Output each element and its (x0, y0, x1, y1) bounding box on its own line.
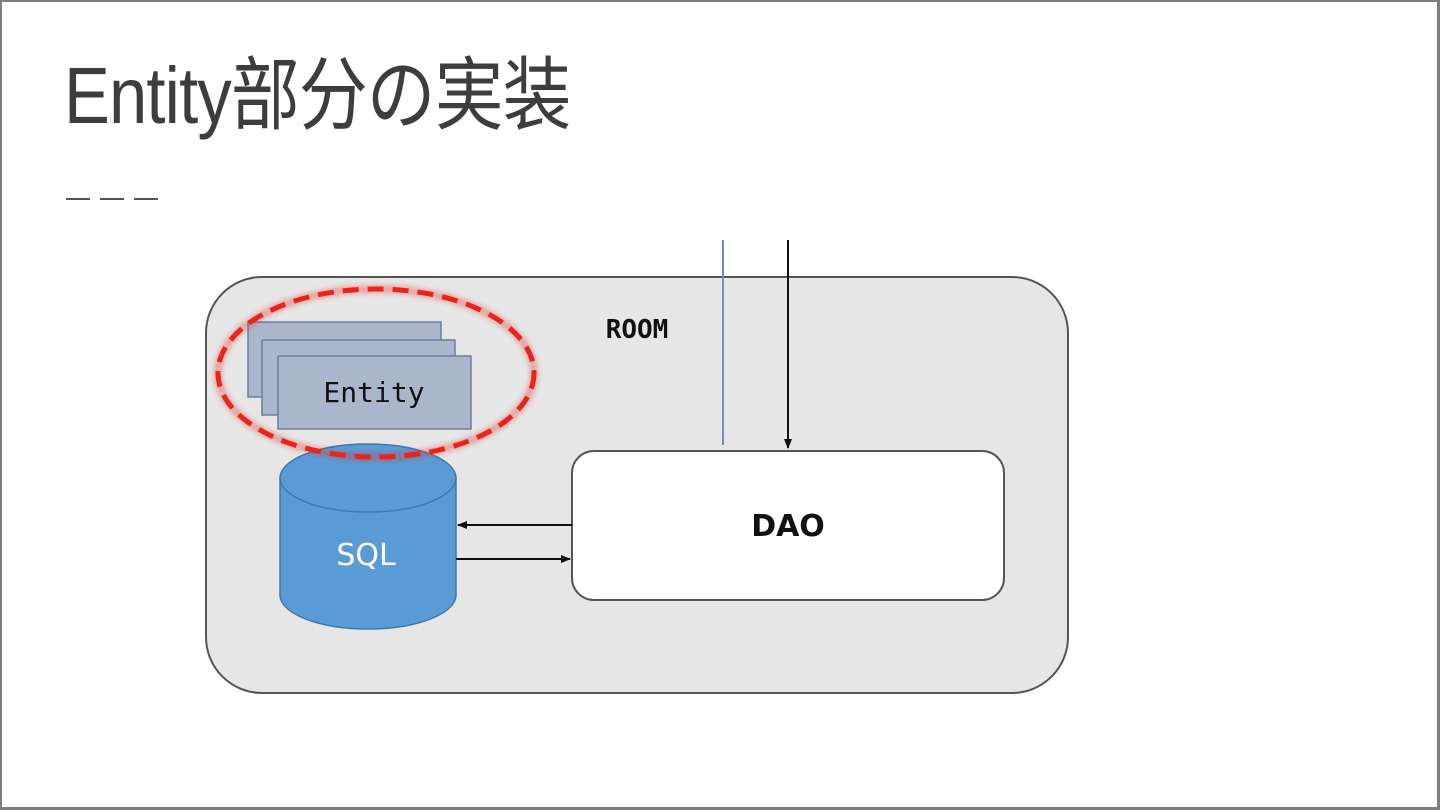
title-underline (66, 198, 158, 200)
database-label: SQL (336, 538, 396, 573)
slide-title: Entity部分の実装 (64, 51, 571, 140)
dao-label: DAO (751, 509, 825, 544)
entity-stack: Entity (247, 321, 472, 430)
sql-database: SQL (279, 443, 457, 630)
highlight-ellipse-dashed (215, 286, 537, 460)
entity-label: Entity (323, 376, 424, 409)
database-body (279, 477, 457, 630)
room-label: ROOM (606, 315, 669, 345)
entity-card-front (277, 355, 472, 430)
database-top (279, 443, 457, 513)
